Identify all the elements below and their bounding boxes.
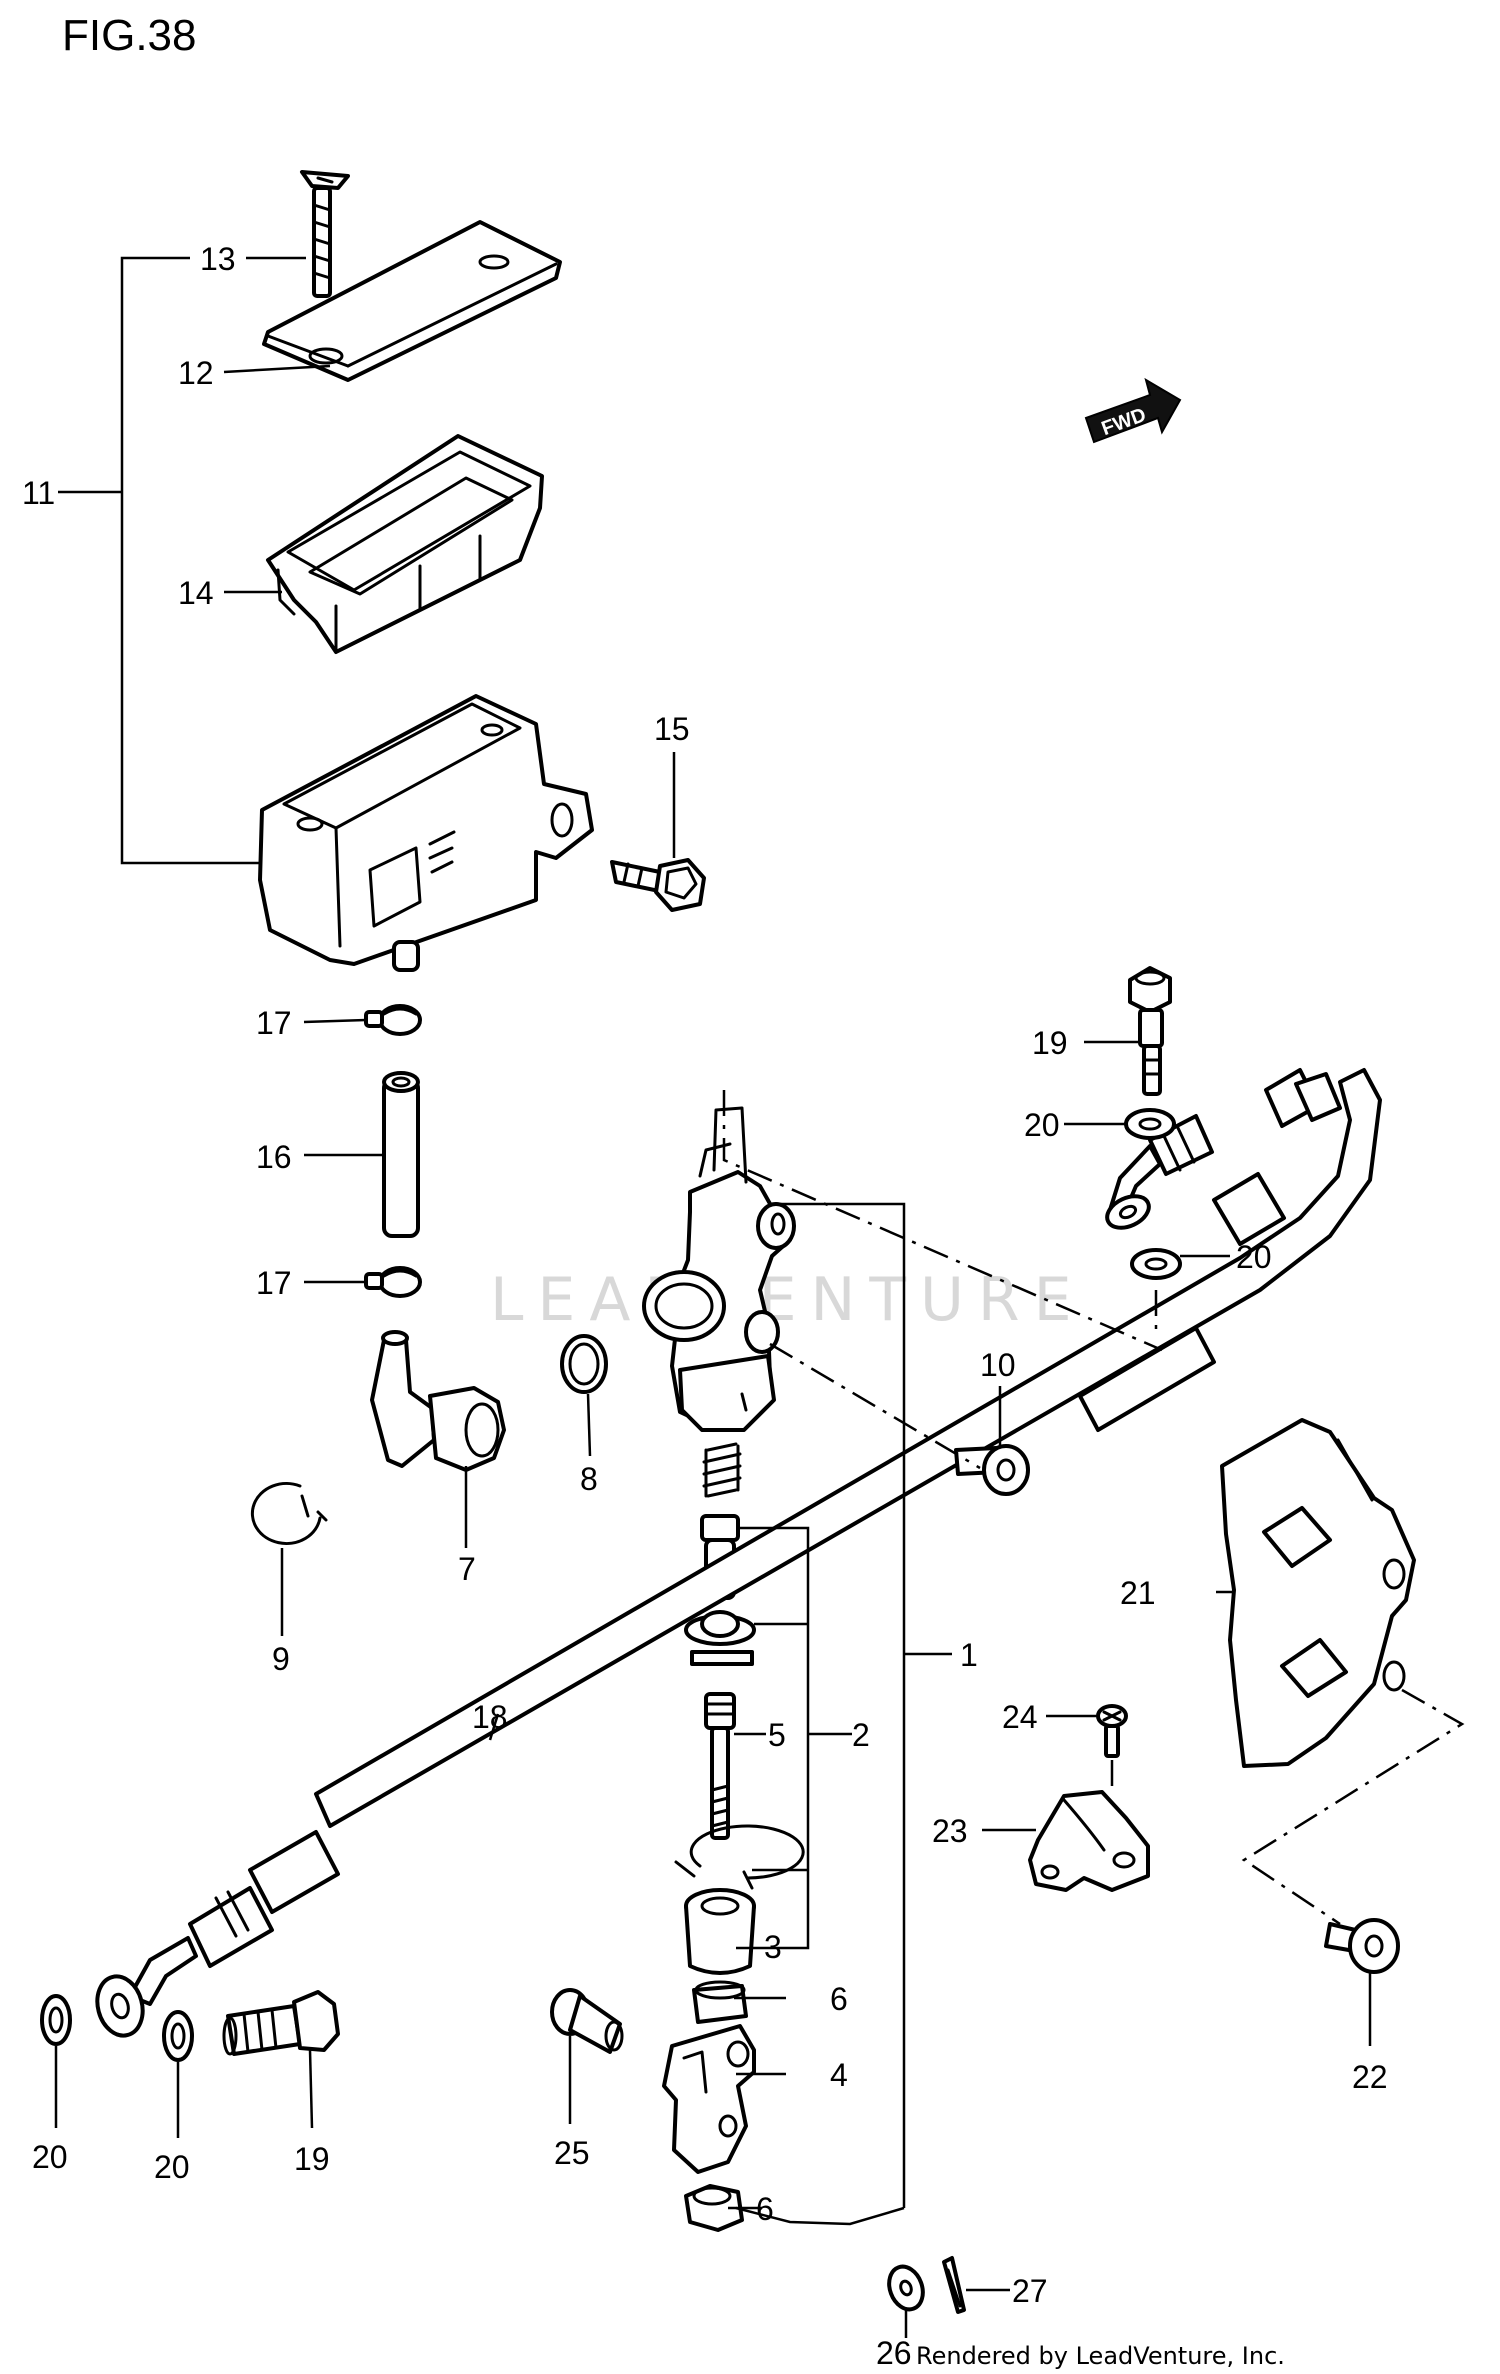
banjo-bolt-19-lower bbox=[222, 1990, 340, 2056]
callout-8: 8 bbox=[580, 1461, 598, 1497]
fwd-arrow-icon: FWD bbox=[1084, 377, 1182, 444]
callout-11: 11 bbox=[22, 475, 55, 511]
fitting-7 bbox=[370, 1330, 506, 1472]
circlip-9 bbox=[250, 1481, 328, 1545]
callout-15: 15 bbox=[654, 711, 690, 747]
callout-20-upper: 20 bbox=[1024, 1107, 1060, 1143]
callout-19-upper: 19 bbox=[1032, 1025, 1068, 1061]
washer-20-c bbox=[40, 1994, 72, 2046]
callout-24: 24 bbox=[1002, 1699, 1038, 1735]
spring bbox=[702, 1442, 742, 1498]
callout-21: 21 bbox=[1120, 1575, 1156, 1611]
callout-14: 14 bbox=[178, 575, 214, 611]
hose-16 bbox=[382, 1071, 420, 1238]
bracket-11 bbox=[58, 256, 262, 865]
figure-title: FIG.38 bbox=[62, 11, 197, 60]
clamp-23 bbox=[1028, 1790, 1150, 1892]
callout-26: 26 bbox=[876, 2335, 912, 2371]
callout-7: 7 bbox=[458, 1551, 476, 1587]
callout-18: 18 bbox=[472, 1699, 508, 1735]
clevis-4 bbox=[662, 2024, 756, 2174]
bolt-22 bbox=[1324, 1918, 1400, 1974]
callout-23: 23 bbox=[932, 1813, 968, 1849]
callout-4: 4 bbox=[830, 2057, 848, 2093]
callout-22: 22 bbox=[1352, 2059, 1388, 2095]
callout-20-lower: 20 bbox=[154, 2149, 190, 2185]
callout-12: 12 bbox=[178, 355, 214, 391]
callout-13: 13 bbox=[200, 241, 236, 277]
reservoir-body bbox=[258, 694, 594, 972]
callout-5: 5 bbox=[768, 1717, 786, 1753]
screw-13 bbox=[300, 170, 350, 298]
leader-lines bbox=[54, 256, 1372, 2338]
circlip-piston bbox=[674, 1824, 805, 1890]
banjo-bolt-19-upper bbox=[1128, 966, 1172, 1096]
clevis-pin-25 bbox=[550, 1988, 624, 2054]
callout-16: 16 bbox=[256, 1139, 292, 1175]
callout-labels: 1 2 3 4 5 6 6 7 8 9 10 11 12 13 14 15 16… bbox=[22, 241, 1388, 2371]
guard-21 bbox=[1220, 1418, 1416, 1768]
callout-6-upper: 6 bbox=[830, 1981, 848, 2017]
diaphragm-14 bbox=[266, 434, 544, 654]
callout-2: 2 bbox=[852, 1717, 870, 1753]
bolt-10 bbox=[954, 1444, 1030, 1496]
nut-6-upper bbox=[692, 1980, 748, 2024]
callout-17-lower: 17 bbox=[256, 1265, 292, 1301]
washer-20-b bbox=[1130, 1248, 1182, 1280]
watermark: LEADVENTURE bbox=[490, 1265, 1086, 1335]
master-cylinder-body bbox=[642, 1106, 796, 1432]
fwd-label: FWD bbox=[1099, 404, 1149, 440]
o-ring-8 bbox=[560, 1334, 608, 1394]
callout-20-lower-left: 20 bbox=[32, 2139, 68, 2175]
nut-6-lower bbox=[684, 2184, 744, 2232]
callout-25: 25 bbox=[554, 2135, 590, 2171]
clamp-17-lower bbox=[364, 1266, 422, 1298]
callout-6-lower: 6 bbox=[756, 2191, 774, 2227]
callout-10: 10 bbox=[980, 1347, 1016, 1383]
footer-credit: Rendered by LeadVenture, Inc. bbox=[916, 2342, 1285, 2370]
cotter-pin-27 bbox=[942, 2256, 966, 2314]
callout-1: 1 bbox=[960, 1637, 978, 1673]
clamp-17-upper bbox=[364, 1004, 422, 1036]
callout-17-upper: 17 bbox=[256, 1005, 292, 1041]
washer-20-a bbox=[1124, 1108, 1176, 1140]
callout-27: 27 bbox=[1012, 2273, 1048, 2309]
screw-24 bbox=[1096, 1704, 1128, 1758]
washer-20-d bbox=[162, 2010, 194, 2062]
reservoir-cap-12 bbox=[262, 220, 562, 382]
bolt-15 bbox=[610, 858, 706, 912]
brake-hose-18 bbox=[95, 1068, 1382, 2038]
callout-9: 9 bbox=[272, 1641, 290, 1677]
callout-3: 3 bbox=[764, 1929, 782, 1965]
washer-26 bbox=[887, 2264, 925, 2312]
callout-19-lower: 19 bbox=[294, 2141, 330, 2177]
callout-20-right: 20 bbox=[1236, 1239, 1272, 1275]
dust-boot-3 bbox=[684, 1888, 756, 1975]
dash-dot-lines bbox=[722, 1090, 1465, 1926]
